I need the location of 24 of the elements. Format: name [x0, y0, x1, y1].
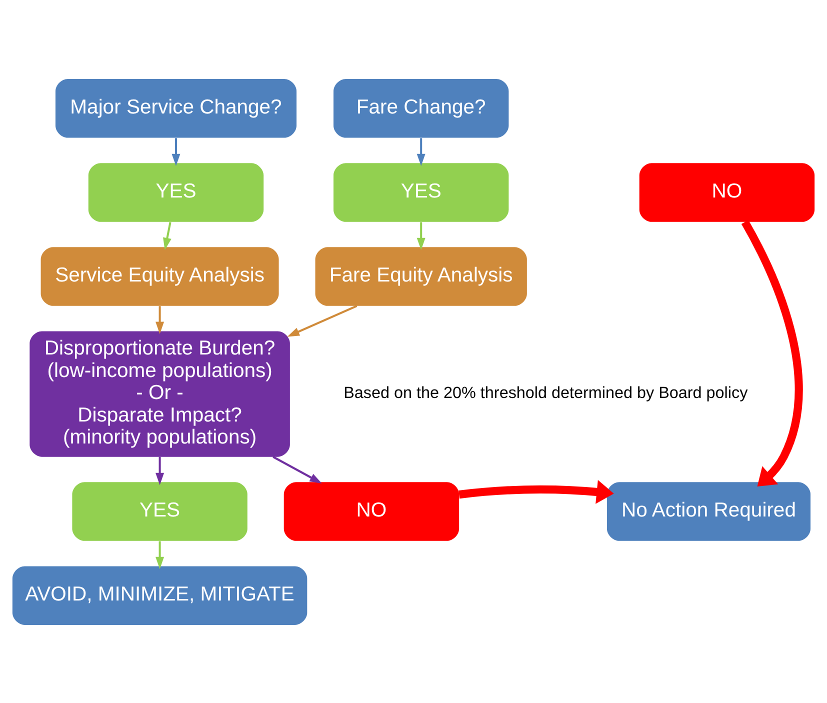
arrow — [156, 306, 164, 334]
arrow — [172, 138, 180, 166]
arrow — [156, 456, 164, 485]
node-box: YES — [334, 162, 509, 222]
node-box: NO — [639, 162, 815, 222]
node-box: YES — [72, 482, 248, 540]
arrow — [272, 455, 322, 483]
node-box: AVOID, MINIMIZE, MITIGATE — [12, 566, 308, 624]
node-box: Fare Change? — [334, 78, 509, 138]
node-box: No Action Required — [606, 482, 811, 540]
node-box: Major Service Change? — [55, 78, 297, 138]
arrow — [416, 222, 426, 250]
arrow — [163, 222, 172, 250]
node-box: NO — [284, 482, 460, 540]
node-box: Service Equity Analysis — [40, 246, 279, 306]
node-box: Disproportionate Burden? (low-income populations) - Or - Disparate Impact? (minority populations) — [30, 330, 290, 456]
arrow — [156, 540, 164, 569]
arrow — [287, 304, 358, 336]
arrow — [416, 138, 426, 166]
node-label: Based on the 20% threshold determined by Board policy — [344, 383, 748, 402]
arrow — [458, 479, 614, 504]
node-box: YES — [88, 162, 264, 222]
node-box: Fare Equity Analysis — [315, 246, 527, 306]
arrow — [741, 220, 803, 486]
